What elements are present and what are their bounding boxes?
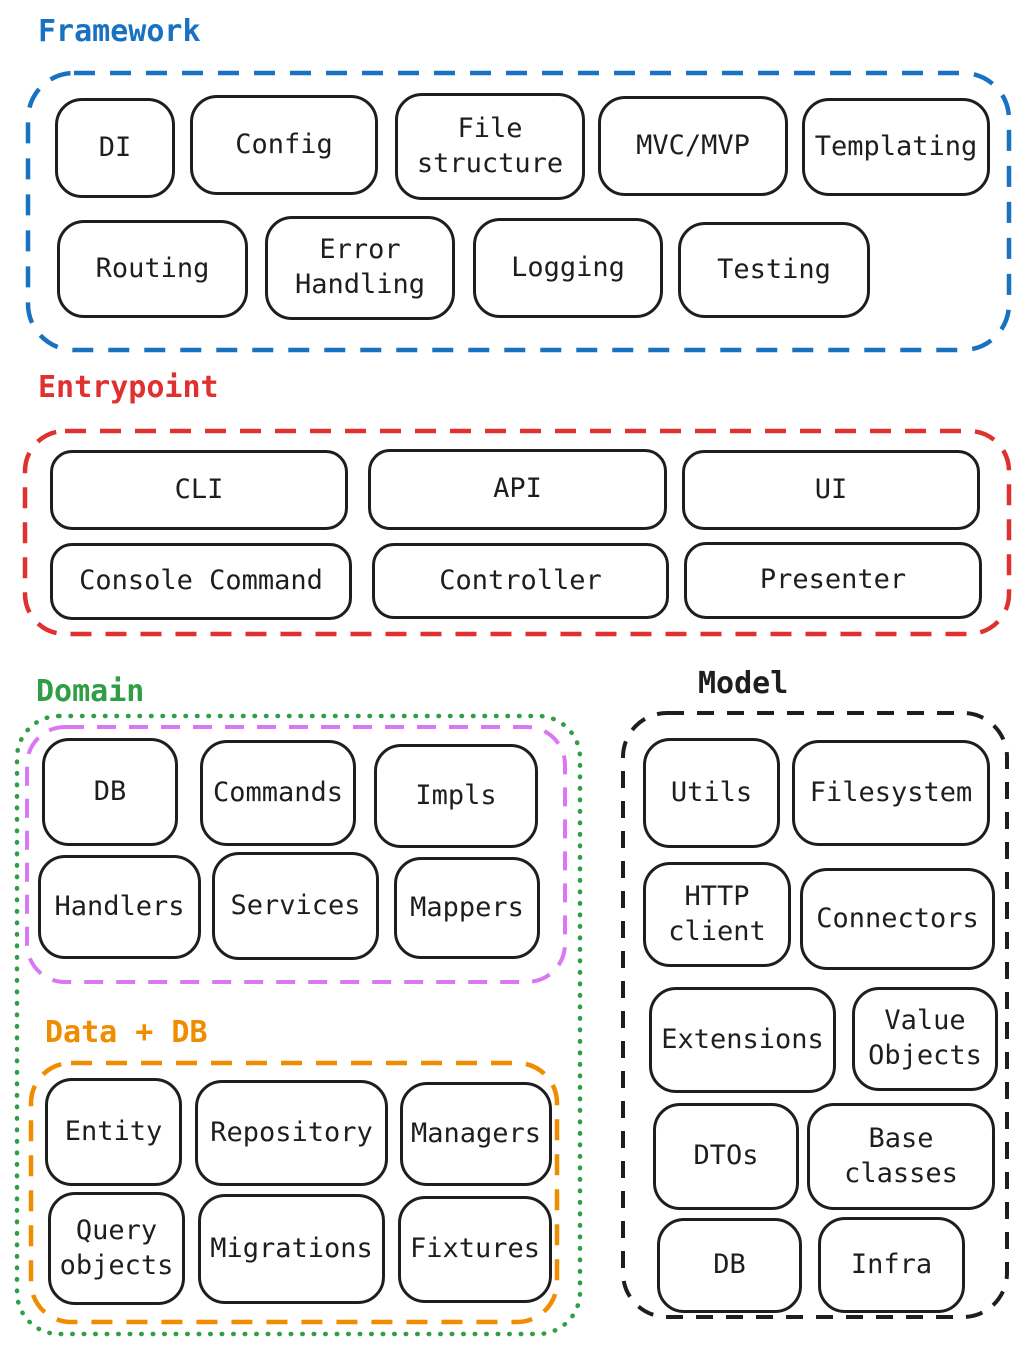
box-routing: Routing [57, 220, 248, 318]
box-repository: Repository [195, 1080, 388, 1186]
entrypoint-title: Entrypoint [38, 370, 219, 405]
domain-inner-group-outline [25, 725, 567, 984]
box-commands: Commands [200, 740, 356, 846]
box-query-objects: Query objects [48, 1192, 185, 1305]
box-presenter: Presenter [684, 542, 982, 619]
box-services: Services [212, 852, 379, 960]
box-value-objects: Value Objects [852, 987, 998, 1091]
data-db-title: Data + DB [45, 1015, 208, 1050]
box-handlers: Handlers [38, 855, 201, 959]
box-utils: Utils [643, 738, 780, 848]
framework-group-outline [25, 70, 1012, 353]
box-managers: Managers [400, 1082, 552, 1186]
box-migrations: Migrations [198, 1194, 385, 1304]
box-domain-db: DB [42, 738, 178, 846]
box-mappers: Mappers [394, 857, 540, 959]
box-config: Config [190, 95, 378, 195]
domain-group-outline [14, 713, 583, 1337]
box-fixtures: Fixtures [398, 1196, 552, 1303]
box-infra: Infra [818, 1217, 965, 1313]
box-ui: UI [682, 450, 980, 530]
box-di: DI [55, 98, 175, 198]
box-http-client: HTTP client [643, 862, 791, 967]
box-model-db: DB [657, 1218, 802, 1313]
box-extensions: Extensions [649, 987, 836, 1093]
box-dtos: DTOs [653, 1103, 799, 1210]
box-error-handling: Error Handling [265, 216, 455, 320]
data-db-group-outline [28, 1060, 560, 1325]
box-impls: Impls [374, 744, 538, 848]
entrypoint-group-outline [22, 428, 1012, 637]
box-connectors: Connectors [800, 868, 995, 970]
box-templating: Templating [802, 98, 990, 196]
box-filesystem: Filesystem [792, 740, 990, 846]
domain-title: Domain [36, 674, 145, 709]
box-api: API [368, 449, 667, 530]
box-console-command: Console Command [50, 543, 352, 620]
framework-title: Framework [38, 14, 201, 49]
box-testing: Testing [678, 222, 870, 318]
model-title: Model [698, 666, 789, 701]
box-base-classes: Base classes [807, 1103, 995, 1210]
box-file-structure: File structure [395, 93, 585, 200]
box-entity: Entity [45, 1078, 182, 1186]
box-logging: Logging [473, 218, 663, 318]
box-controller: Controller [372, 543, 669, 619]
box-mvc-mvp: MVC/MVP [598, 96, 788, 196]
model-group-outline [621, 711, 1009, 1319]
box-cli: CLI [50, 450, 348, 530]
